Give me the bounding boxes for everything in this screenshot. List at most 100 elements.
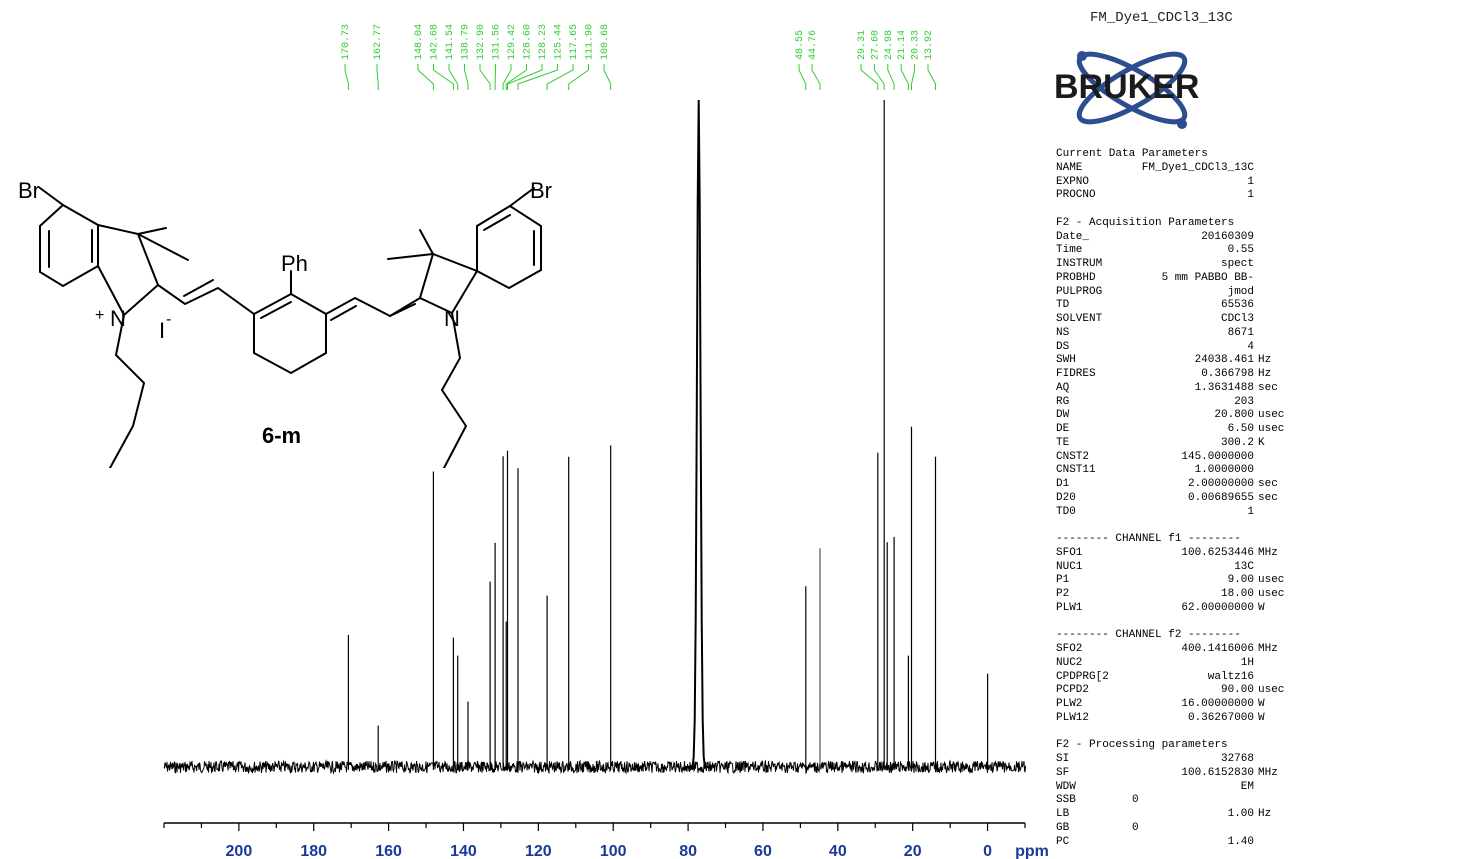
param-unit: MHz [1258,546,1278,559]
peak-label-leader-4 [448,64,459,90]
peak-label-leader-13 [568,64,589,90]
peak-label-leader-1 [376,64,379,90]
param-unit: MHz [1258,643,1278,655]
peak-label-1: 162.77 [373,24,384,60]
param-value: 13C [1234,560,1254,573]
param-value: 4 [1247,340,1254,353]
param-unit: sec [1258,381,1278,394]
channel-f1-title: -------- CHANNEL f1 -------- [1056,533,1241,545]
peak-label-leader-14 [603,64,612,90]
acq-row-cnst2: CNST2 145.0000000 [1056,451,1296,465]
param-value: spect [1220,258,1254,270]
param-value: 65536 [1220,299,1254,312]
param-value: 1 [1247,189,1254,202]
peak-label-leader-2 [417,64,434,90]
param-name: DS [1056,340,1070,353]
param-value: 0.00689655 [1187,491,1254,504]
param-unit: usec [1258,423,1285,435]
n-right-label: N [444,306,460,331]
param-value: CDCl3 [1220,313,1254,325]
param-value: 100.6152830 [1181,766,1254,779]
param-unit: usec [1258,574,1285,587]
param-unit: usec [1258,684,1285,697]
param-name: P1 [1056,574,1070,587]
param-name: NUC1 [1056,560,1083,573]
param-name: TD [1056,299,1070,312]
x-tick-label-140: 140 [450,843,477,859]
br-left-label: Br [18,178,40,203]
peak-label-3: 142.68 [430,24,441,60]
x-tick-label-80: 80 [679,843,697,859]
param-name: RG [1056,395,1070,408]
param-name: SOLVENT [1056,313,1103,325]
param-name: CNST2 [1056,450,1090,463]
param-name: TE [1056,436,1070,449]
param-unit: usec [1258,409,1285,422]
current-params-title: Current Data Parameters [1056,148,1208,160]
param-value: 1 [1247,175,1254,188]
param-value: 90.00 [1220,684,1254,697]
peak-label-16: 44.76 [808,30,819,60]
x-tick-label-0: 0 [983,843,992,859]
param-name: DW [1056,409,1070,422]
param-unit: Hz [1258,808,1272,820]
peak-label-leader-0 [344,64,349,90]
param-value: 18.00 [1220,588,1254,600]
param-value: 300.2 [1220,436,1254,449]
param-name: CPDPRG[2 [1056,670,1109,683]
param-name: SSB [1056,794,1076,807]
peak-label-4: 141.54 [445,24,456,60]
peak-label-leader-19 [887,64,895,90]
param-value: 32768 [1220,753,1254,765]
x-tick-label-120: 120 [525,843,552,859]
peak-label-leader-20 [900,64,909,90]
param-name: NAME [1056,161,1083,174]
param-value: 0 [1132,821,1139,834]
param-value: 400.1416006 [1181,643,1254,655]
param-name: D20 [1056,491,1076,504]
peak-label-leader-15 [798,64,807,90]
peak-label-leader-21 [911,64,916,90]
peak-label-leader-17 [860,64,879,90]
param-value: 145.0000000 [1181,450,1254,463]
peak-label-0: 170.73 [341,24,352,60]
x-tick-label-200: 200 [226,843,253,859]
param-unit: K [1258,436,1265,449]
proc-params-title: F2 - Processing parameters [1056,739,1228,752]
param-unit: W [1258,698,1265,710]
param-value: 62.00000000 [1181,601,1254,614]
channel-f2-title: -------- CHANNEL f2 -------- [1056,629,1241,642]
peak-label-leader-16 [811,64,821,90]
param-unit: Hz [1258,368,1272,380]
param-name: AQ [1056,381,1070,394]
param-name: EXPNO [1056,175,1090,188]
baseline-noise [163,759,1026,775]
param-value: EM [1240,780,1254,793]
x-axis-label: ppm [1015,843,1049,859]
peak-label-9: 128.60 [523,24,534,60]
peak-label-20: 21.14 [897,30,908,60]
param-name: D1 [1056,478,1070,490]
br-right-label: Br [530,178,552,203]
param-value: 1.0000000 [1194,464,1254,477]
peak-label-6: 132.90 [476,24,487,60]
